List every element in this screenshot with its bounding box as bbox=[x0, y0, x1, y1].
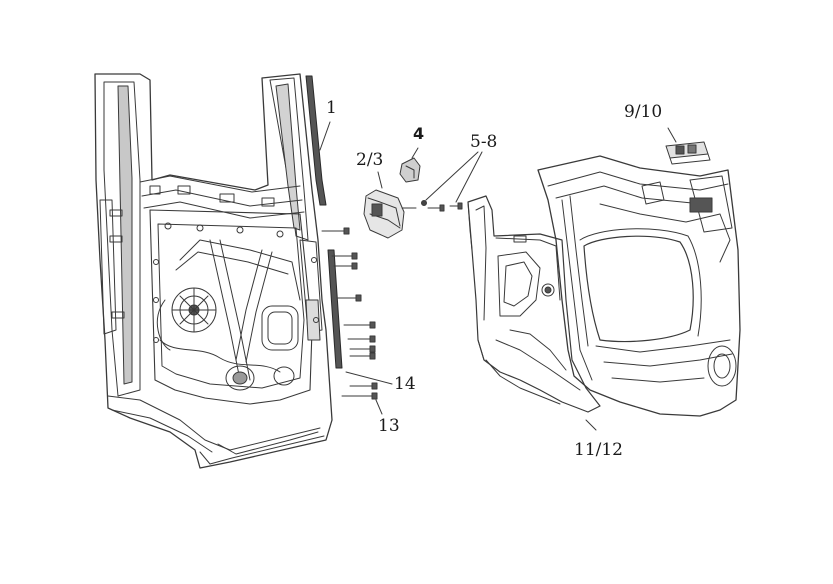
callout-13: 13 bbox=[378, 416, 400, 436]
screw bbox=[349, 382, 378, 390]
seal-strip-part-1 bbox=[305, 75, 331, 206]
screw bbox=[349, 345, 376, 353]
door-lock-part-2-3 bbox=[363, 171, 417, 239]
callout-1: 1 bbox=[326, 98, 337, 118]
screw bbox=[347, 335, 376, 343]
callout-2-3: 2/3 bbox=[356, 150, 384, 170]
door-trim-panel-part-11-12 bbox=[537, 155, 741, 431]
screw bbox=[337, 294, 362, 302]
screw bbox=[331, 252, 358, 260]
callout-14: 14 bbox=[394, 374, 416, 394]
screws bbox=[321, 227, 383, 415]
door-carrier-panel bbox=[467, 195, 601, 413]
screw bbox=[321, 227, 350, 235]
callout-4: 4 bbox=[413, 124, 425, 143]
screw bbox=[349, 352, 376, 360]
callout-11-12: 11/12 bbox=[574, 440, 623, 460]
callout-9-10: 9/10 bbox=[624, 102, 663, 122]
screw bbox=[343, 321, 376, 329]
screw bbox=[341, 392, 378, 400]
callout-5-8: 5-8 bbox=[470, 132, 498, 152]
switch-part-9-10 bbox=[665, 127, 711, 165]
strip-part-14 bbox=[327, 249, 393, 385]
clip-part-4 bbox=[399, 147, 421, 183]
screw bbox=[333, 262, 358, 270]
door-inner-panel bbox=[94, 73, 333, 469]
fasteners-part-5-8 bbox=[421, 151, 483, 212]
